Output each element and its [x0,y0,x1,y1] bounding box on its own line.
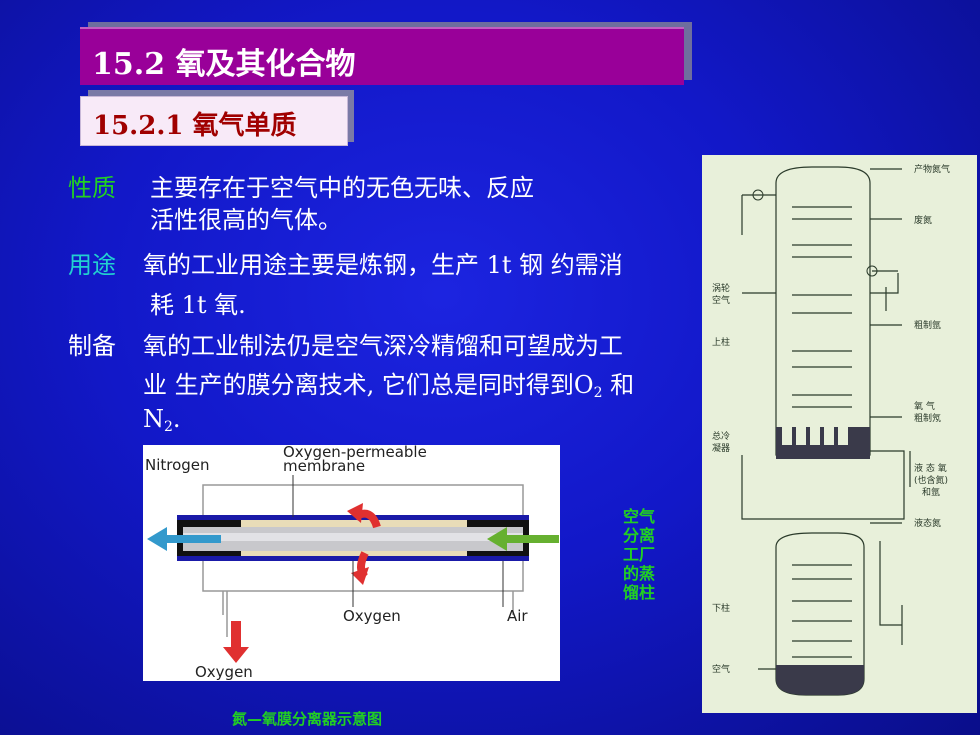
label-oxygen-crude-argon-1: 氧 气 [914,400,935,412]
oxygen-out-arrow-shaft [231,621,241,649]
slide-subtitle: 15.2.1 氧气单质 [93,111,297,141]
label-oxygen-crude-argon-2: 粗制氖 [914,412,941,424]
air-arrow-head [487,527,507,551]
label-air: Air [507,607,528,625]
oxygen-arrow-head-bottom [351,567,369,585]
distillation-column-diagram: 产物氮气 废氮 涡轮 空气 粗制氩 上柱 氧 气 粗制氖 总冷 凝器 液 态 氧… [702,155,977,713]
label-upper-column: 上柱 [712,336,730,348]
label-liquid-oxygen-1: 液 态 氧 [914,462,947,474]
preparation-label: 制备 [68,332,116,360]
side-label-line-2: 分离 [623,526,656,545]
slide-title: 15.2 氧及其化合物 [92,47,356,82]
inner-tube-highlight [183,533,523,541]
label-liquid-oxygen-3: 和氩 [922,486,940,498]
uses-label: 用途 [68,251,116,279]
valve-mid-icon [866,265,878,277]
side-label-line-4: 的蒸 [623,564,656,583]
properties-line-2: 活性很高的气体。 [150,206,342,234]
label-membrane-1: Oxygen-permeable [283,445,427,461]
side-label-line-5: 馏柱 [623,583,656,602]
label-nitrogen: Nitrogen [145,456,210,474]
preparation-line-3: N2. [143,405,181,435]
membrane-diagram: Nitrogen Oxygen-permeable membrane Oxyge… [143,443,560,681]
label-oxygen-out: Oxygen [195,663,253,681]
valve-top-icon [752,189,764,201]
label-air-in: 空气 [712,663,730,675]
properties-label: 性质 [68,174,116,202]
title-box: 15.2 氧及其化合物 [80,27,684,85]
nitrogen-arrow-head [147,527,167,551]
uses-line-2: 耗 1t 氧. [150,291,246,319]
side-label-line-1: 空气 [623,507,656,526]
preparation-line-1: 氧的工业制法仍是空气深冷精馏和可望成为工 [143,332,623,360]
label-product-nitrogen: 产物氮气 [914,163,950,175]
lower-sump [776,665,864,695]
subtitle-box: 15.2.1 氧气单质 [80,96,348,146]
label-condenser-1: 总冷 [712,430,730,442]
label-turbine-air-2: 空气 [712,294,730,306]
label-membrane-2: membrane [283,457,365,475]
label-crude-argon: 粗制氩 [914,319,941,331]
label-lower-column: 下柱 [712,602,730,614]
membrane-svg: Nitrogen Oxygen-permeable membrane Oxyge… [145,443,559,681]
label-condenser-2: 凝器 [712,443,730,454]
nitrogen-arrow-shaft [165,535,221,543]
column-svg: 产物氮气 废氮 涡轮 空气 粗制氩 上柱 氧 气 粗制氖 总冷 凝器 液 态 氧… [712,163,950,696]
preparation-line-2: 业 生产的膜分离技术, 它们总是同时得到O2 和 [143,371,635,401]
label-liquid-oxygen-2: (也含氮) [914,474,948,486]
label-liquid-nitrogen: 液态氮 [914,517,941,529]
membrane-caption: 氮—氧膜分离器示意图 [232,710,383,728]
properties-line-1: 主要存在于空气中的无色无味、反应 [150,174,534,202]
side-label: 空气 分离 工厂 的蒸 馏柱 [623,507,665,602]
uses-line-1: 氧的工业用途主要是炼钢，生产 1t 钢 约需消 [143,251,623,279]
label-turbine-air-1: 涡轮 [712,282,730,294]
upper-column [775,166,871,456]
label-waste-nitrogen: 废氮 [914,214,932,226]
oxygen-out-arrow-head [223,647,249,663]
air-arrow-shaft [503,535,559,543]
oxygen-arrow-head-top [347,503,363,523]
label-oxygen-mid: Oxygen [343,607,401,625]
side-label-line-3: 工厂 [623,545,656,564]
